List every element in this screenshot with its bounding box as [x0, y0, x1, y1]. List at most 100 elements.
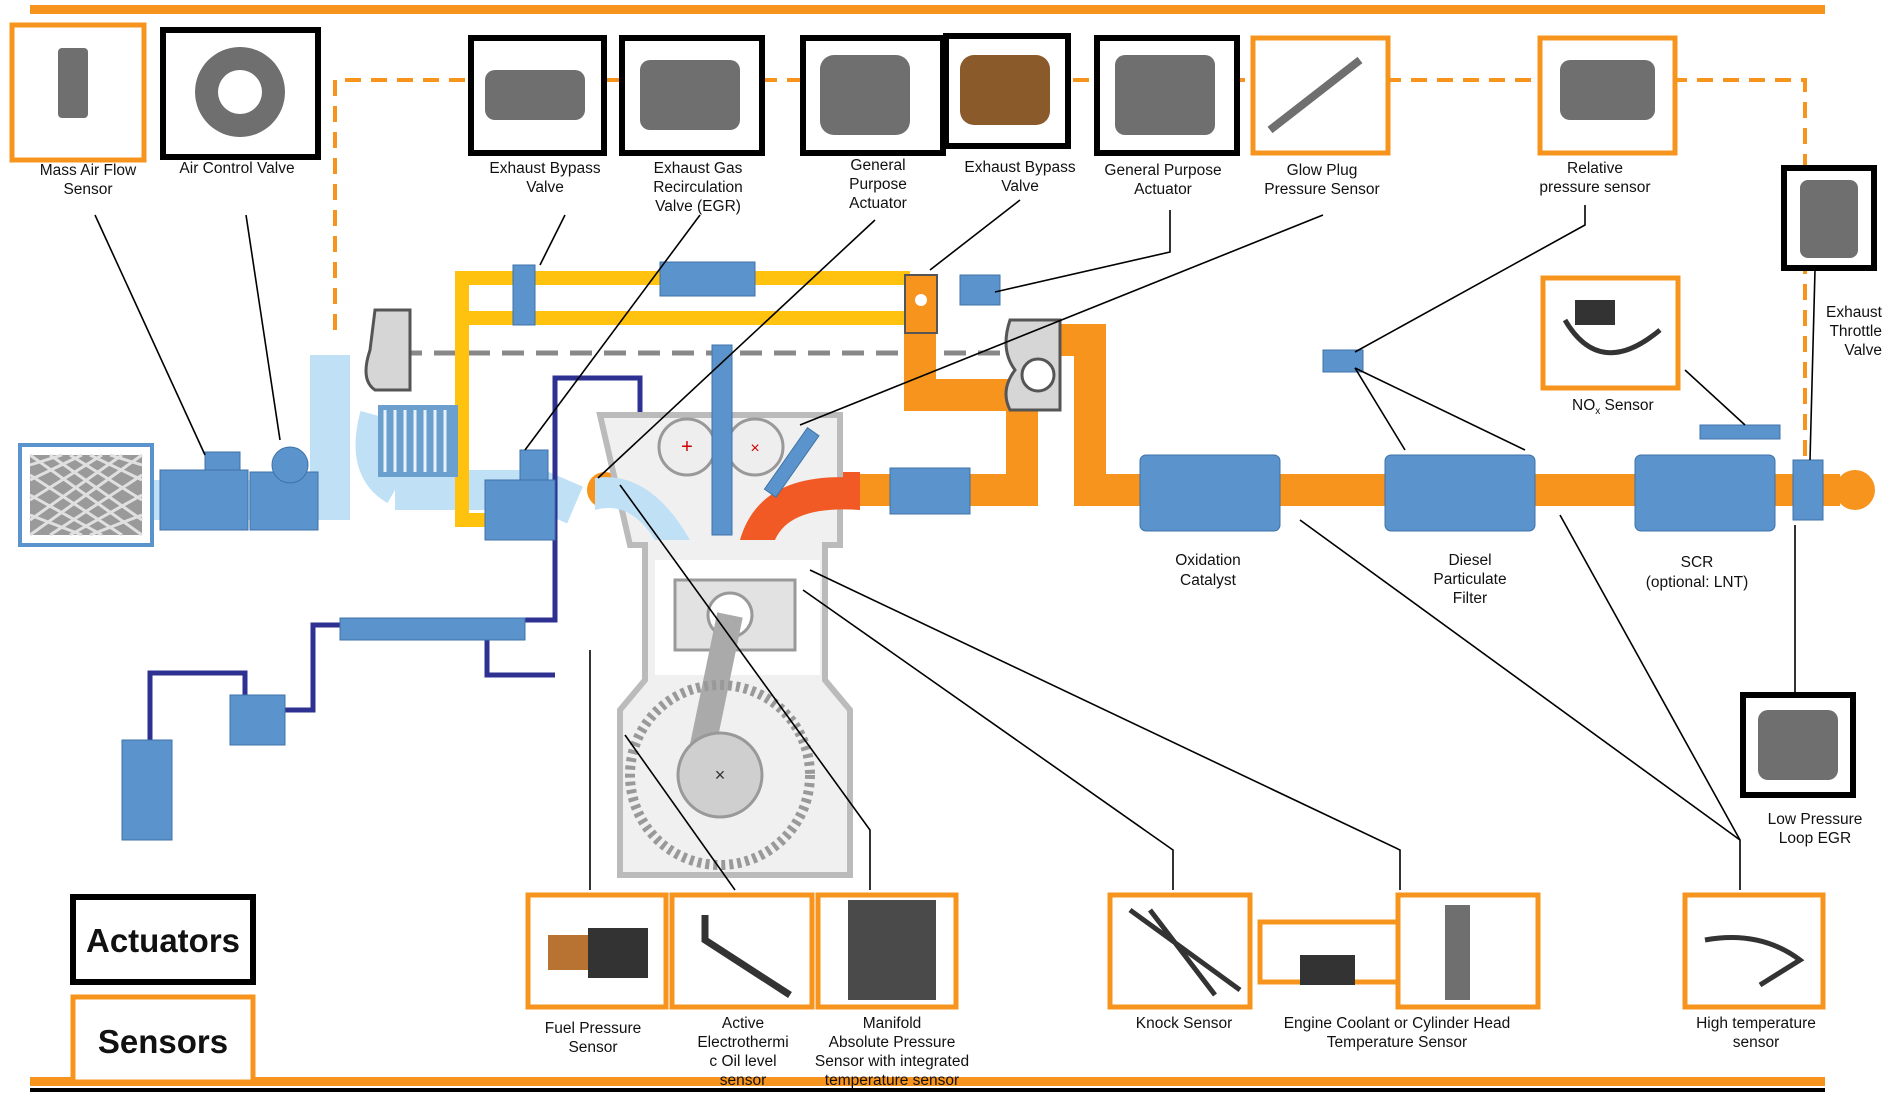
fuel-pressure-sensor-box: [528, 895, 666, 1007]
relative-pressure-sensor-box: [1540, 38, 1675, 153]
air-filter: [20, 445, 152, 545]
high-temp-sensor-label: High temperature sensor: [1696, 1015, 1816, 1051]
turbo-turbine: [1006, 320, 1060, 410]
low-pressure-egr-box: [1743, 695, 1853, 795]
svg-text:Exhaust Bypass: Exhaust Bypass: [489, 160, 600, 177]
dpf-body: [1385, 455, 1535, 531]
scr-label: SCR (optional: LNT): [1646, 554, 1749, 591]
legend-sensors-label: Sensors: [98, 1023, 228, 1060]
svg-text:Sensor: Sensor: [568, 1039, 617, 1056]
glow-plug-pressure-sensor-label: Glow Plug Pressure Sensor: [1264, 162, 1379, 198]
svg-text:Pressure Sensor: Pressure Sensor: [1264, 181, 1379, 198]
nox-sensor-body: [1700, 425, 1780, 439]
maf-sensor-box: [12, 25, 144, 160]
top-rule: [30, 5, 1825, 14]
exhaust-outlet-cap: [1835, 470, 1875, 510]
svg-text:Exhaust Gas: Exhaust Gas: [654, 160, 743, 177]
general-purpose-actuator-2-box: [1097, 38, 1237, 153]
svg-text:Catalyst: Catalyst: [1180, 572, 1237, 589]
exhaust-bypass-valve-1-body: [513, 265, 535, 325]
general-purpose-actuator-1-box: [803, 38, 943, 153]
svg-text:Exhaust: Exhaust: [1826, 304, 1883, 321]
svg-text:Filter: Filter: [1453, 590, 1487, 607]
fuel-pressure-sensor-label: Fuel Pressure Sensor: [545, 1020, 641, 1056]
svg-text:Valve: Valve: [1001, 178, 1039, 195]
maf-plug: [205, 452, 240, 470]
air-control-valve-label: Air Control Valve: [179, 160, 294, 177]
svg-text:General Purpose: General Purpose: [1104, 162, 1221, 179]
dpf-label: Diesel Particulate Filter: [1433, 552, 1506, 607]
legend-actuators-label: Actuators: [86, 922, 240, 959]
oxidation-catalyst-label: Oxidation Catalyst: [1175, 552, 1240, 589]
general-purpose-actuator-1-label: General Purpose Actuator: [849, 157, 907, 212]
knock-sensor-label: Knock Sensor: [1136, 1015, 1233, 1032]
svg-text:Diesel: Diesel: [1448, 552, 1491, 569]
injector: [712, 345, 732, 535]
svg-text:Manifold: Manifold: [863, 1015, 922, 1032]
pre-turbine-component: [890, 468, 970, 514]
svg-text:SCR: SCR: [1681, 554, 1714, 571]
svg-text:Sensor with integrated: Sensor with integrated: [815, 1053, 969, 1070]
legend: Actuators Sensors: [73, 897, 253, 1082]
svg-text:Temperature Sensor: Temperature Sensor: [1327, 1034, 1467, 1051]
svg-text:Active: Active: [722, 1015, 764, 1032]
egr-cooler: [660, 262, 755, 296]
exhaust-bypass-valve-1-label: Exhaust Bypass Valve: [489, 160, 600, 196]
svg-text:High temperature: High temperature: [1696, 1015, 1816, 1032]
air-control-valve-motor: [272, 447, 308, 483]
coolant-sensor-photo-box: [1260, 922, 1398, 985]
exhaust-bypass-valve-2-label: Exhaust Bypass Valve: [964, 159, 1075, 195]
svg-text:Air Control Valve: Air Control Valve: [179, 160, 294, 177]
svg-text:c Oil level: c Oil level: [709, 1053, 776, 1070]
svg-text:+: +: [681, 436, 693, 458]
svg-text:Electrothermi: Electrothermi: [697, 1034, 788, 1051]
svg-text:Actuator: Actuator: [1134, 181, 1192, 198]
svg-text:Fuel Pressure: Fuel Pressure: [545, 1020, 641, 1037]
svg-text:Actuator: Actuator: [849, 195, 907, 212]
low-pressure-egr-label: Low Pressure Loop EGR: [1768, 811, 1863, 847]
svg-text:Glow Plug: Glow Plug: [1287, 162, 1358, 179]
svg-text:Absolute Pressure: Absolute Pressure: [829, 1034, 956, 1051]
svg-text:Sensor: Sensor: [63, 181, 112, 198]
svg-text:Particulate: Particulate: [1433, 571, 1506, 588]
high-temp-sensor-box: [1685, 895, 1823, 1007]
svg-text:Engine Coolant or Cylinder Hea: Engine Coolant or Cylinder Head: [1284, 1015, 1511, 1032]
general-purpose-actuator-2-body: [960, 275, 1000, 305]
turbo-compressor: [366, 310, 410, 390]
intercooler: [378, 405, 458, 477]
oxidation-catalyst-body: [1140, 455, 1280, 531]
exhaust-throttle-valve-label: Exhaust Throttle Valve: [1826, 304, 1883, 359]
maf-label: Mass Air Flow Sensor: [40, 162, 137, 198]
svg-text:Valve: Valve: [1844, 342, 1882, 359]
exhaust-throttle-valve-box: [1784, 168, 1874, 268]
egr-valve-label: Exhaust Gas Recirculation Valve (EGR): [653, 160, 743, 215]
svg-text:temperature sensor: temperature sensor: [825, 1072, 959, 1089]
svg-text:(optional: LNT): (optional: LNT): [1646, 574, 1749, 591]
high-pressure-pump: [230, 695, 285, 745]
egr-valve-box: [622, 38, 762, 153]
svg-text:Low Pressure: Low Pressure: [1768, 811, 1863, 828]
general-purpose-actuator-2-label: General Purpose Actuator: [1104, 162, 1221, 198]
svg-text:Loop EGR: Loop EGR: [1779, 830, 1851, 847]
svg-text:Knock Sensor: Knock Sensor: [1136, 1015, 1233, 1032]
nox-sensor-label: NOx Sensor: [1572, 397, 1654, 417]
exhaust-bypass-valve-1-box: [471, 38, 604, 153]
svg-text:NOx Sensor: NOx Sensor: [1572, 397, 1654, 417]
fuel-tank-module: [122, 740, 172, 840]
egr-valve-top: [520, 450, 548, 480]
map-sensor-label: Manifold Absolute Pressure Sensor with i…: [815, 1015, 969, 1089]
svg-text:sensor: sensor: [1733, 1034, 1780, 1051]
svg-text:Throttle: Throttle: [1829, 323, 1882, 340]
knock-sensor-box: [1110, 895, 1250, 1007]
svg-text:Mass Air Flow: Mass Air Flow: [40, 162, 137, 179]
svg-text:Recirculation: Recirculation: [653, 179, 743, 196]
scr-body: [1635, 455, 1775, 531]
svg-text:Relative: Relative: [1567, 160, 1623, 177]
exhaust-throttle-body: [1793, 460, 1823, 520]
svg-text:General: General: [850, 157, 905, 174]
svg-text:Valve (EGR): Valve (EGR): [655, 198, 741, 215]
nox-sensor-box: [1543, 278, 1678, 388]
air-control-valve-box: [163, 30, 318, 157]
svg-text:×: ×: [715, 765, 726, 785]
